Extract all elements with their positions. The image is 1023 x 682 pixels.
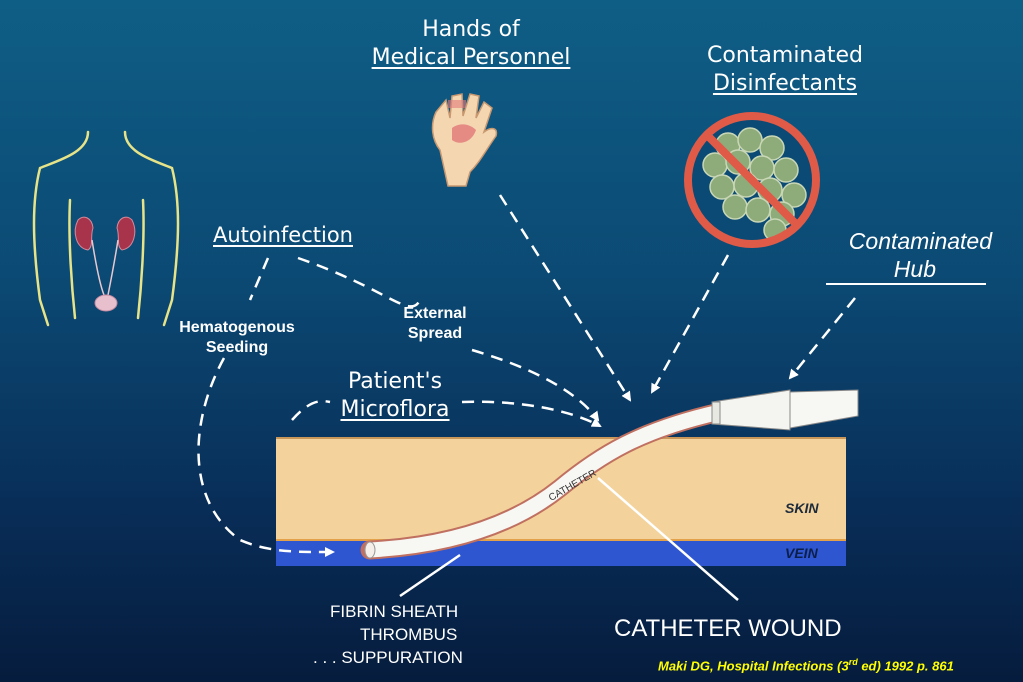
hematogenous-label-line1: Hematogenous — [179, 319, 295, 336]
vein-label: VEIN — [785, 545, 818, 561]
external-label-line2: Spread — [407, 325, 463, 342]
arrow-disinfectants — [650, 254, 730, 394]
disinfectants-label-line2: Disinfectants — [712, 71, 858, 96]
hands-label-line2: Medical Personnel — [371, 45, 571, 70]
wound-pointer-line — [597, 477, 739, 601]
hub-label-line2: Hub — [893, 256, 936, 282]
hematogenous-label-line2: Seeding — [205, 339, 269, 356]
fibrin-label-line2: THROMBUS — [360, 625, 458, 644]
citation-prefix: Maki DG, Hospital Infections (3 — [658, 658, 849, 674]
citation-superscript: rd — [848, 657, 858, 667]
citation-suffix: ed) 1992 p. 861 — [857, 658, 954, 674]
catheter-wound-label: CATHETER WOUND — [614, 615, 842, 642]
hands-label-line1: Hands of — [422, 17, 520, 42]
arrow-hub — [788, 297, 856, 380]
contaminated-disinfectant-icon — [684, 112, 820, 248]
arrow-external-spread — [471, 348, 600, 422]
patients-label: Patient's — [347, 369, 443, 394]
body-outline-icon — [32, 130, 180, 327]
hand-icon — [431, 93, 498, 187]
fibrin-pointer-line — [399, 553, 461, 598]
external-label-line1: External — [403, 305, 467, 322]
fibrin-label-line1: FIBRIN SHEATH — [330, 602, 459, 621]
autoinfection-label: Autoinfection — [213, 223, 353, 247]
arrow-autoinfection-hematogenous — [248, 257, 270, 301]
hub-label-line1: Contaminated — [848, 228, 992, 254]
arrow-hands — [498, 194, 632, 402]
arrow-microflora — [461, 400, 602, 428]
bladder-icon — [94, 294, 118, 312]
arrow-microflora-left — [291, 399, 331, 421]
microflora-label: Microflora — [340, 397, 450, 422]
fibrin-label-line3: . . . SUPPURATION — [313, 648, 463, 667]
disinfectants-label-line1: Contaminated — [707, 43, 863, 68]
citation: Maki DG, Hospital Infections (3rd ed) 19… — [658, 657, 954, 673]
skin-label: SKIN — [785, 500, 819, 516]
infection-route-arrows — [197, 194, 856, 558]
arrow-autoinfection-external — [297, 256, 422, 308]
catheter-icon — [360, 389, 859, 560]
kidneys-icon — [74, 216, 136, 296]
